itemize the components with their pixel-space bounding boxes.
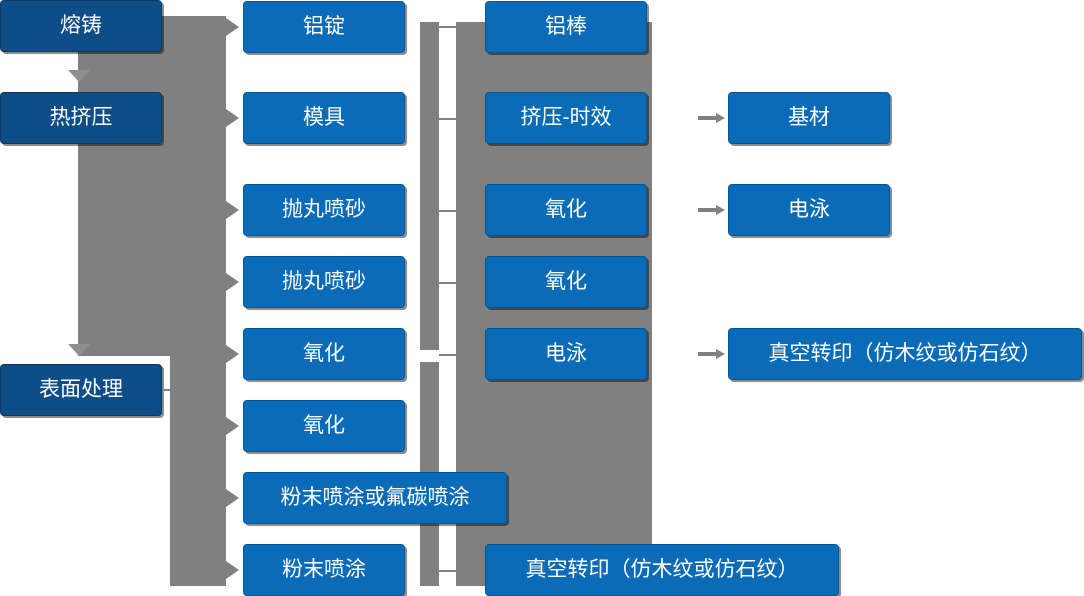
- treatment-label-oxidation-1: 氧化: [545, 198, 587, 222]
- connector-middle-rail: [420, 22, 439, 586]
- connector-arrow-to-shot-blasting-1: [226, 201, 239, 219]
- process-box-oxidation-1[interactable]: 氧化: [243, 328, 405, 380]
- connector-tie-oxidation-2: [439, 282, 458, 284]
- stage-label-surface-treatment: 表面处理: [39, 378, 123, 402]
- process-box-shot-blasting-2[interactable]: 抛丸喷砂: [243, 256, 405, 308]
- process-label-oxidation-2: 氧化: [303, 414, 345, 438]
- process-box-mold[interactable]: 模具: [243, 92, 405, 144]
- output-label-electrophoresis: 电泳: [788, 198, 830, 222]
- connector-arrow-to-base-material: [698, 113, 726, 123]
- process-box-aluminum-ingot[interactable]: 铝锭: [243, 1, 405, 53]
- treatment-label-vacuum-transfer: 真空转印（仿木纹或仿石纹）: [525, 558, 799, 582]
- process-label-powder-coating: 粉末喷涂: [282, 558, 366, 582]
- stage-label-melting-casting: 熔铸: [60, 14, 102, 38]
- connector-tie-electrophoresis: [439, 354, 458, 356]
- treatment-box-vacuum-transfer[interactable]: 真空转印（仿木纹或仿石纹）: [485, 544, 839, 596]
- connector-arrow-to-powder-coating: [226, 561, 239, 579]
- process-box-shot-blasting-1[interactable]: 抛丸喷砂: [243, 184, 405, 236]
- treatment-box-oxidation-2[interactable]: 氧化: [485, 256, 647, 308]
- stage-box-hot-extrusion[interactable]: 热挤压: [0, 92, 162, 144]
- process-label-shot-blasting-2: 抛丸喷砂: [282, 270, 366, 294]
- connector-left-cutout-2: [0, 16, 78, 356]
- connector-tie-oxidation-1: [439, 210, 458, 212]
- connector-arrow-to-aluminum-ingot: [226, 18, 239, 36]
- treatment-label-electrophoresis: 电泳: [545, 342, 587, 366]
- treatment-label-aluminum-bar: 铝棒: [545, 15, 587, 39]
- stage-box-melting-casting[interactable]: 熔铸: [0, 0, 162, 52]
- process-box-oxidation-2[interactable]: 氧化: [243, 400, 405, 452]
- connector-arrow-to-oxidation-1: [226, 345, 239, 363]
- connector-tie-vacuum-transfer: [439, 570, 458, 572]
- process-label-mold: 模具: [303, 106, 345, 130]
- treatment-box-electrophoresis[interactable]: 电泳: [485, 328, 647, 380]
- output-box-vacuum-transfer[interactable]: 真空转印（仿木纹或仿石纹）: [728, 328, 1082, 380]
- process-label-aluminum-ingot: 铝锭: [303, 15, 345, 39]
- connector-tie-aluminum-bar: [439, 26, 458, 28]
- process-label-shot-blasting-1: 抛丸喷砂: [282, 198, 366, 222]
- output-label-vacuum-transfer: 真空转印（仿木纹或仿石纹）: [768, 342, 1042, 366]
- treatment-box-aluminum-bar[interactable]: 铝棒: [485, 1, 647, 53]
- stage-label-hot-extrusion: 热挤压: [49, 106, 113, 130]
- process-box-powder-or-fluorocarbon[interactable]: 粉末喷涂或氟碳喷涂: [243, 472, 507, 524]
- output-label-base-material: 基材: [788, 106, 830, 130]
- connector-arrow-to-oxidation-2: [226, 417, 239, 435]
- connector-arrow-down-melting: [68, 70, 90, 82]
- treatment-box-extrusion-aging[interactable]: 挤压-时效: [485, 92, 647, 144]
- process-label-oxidation-1: 氧化: [303, 342, 345, 366]
- treatment-label-extrusion-aging: 挤压-时效: [520, 106, 612, 130]
- output-box-electrophoresis[interactable]: 电泳: [728, 184, 890, 236]
- connector-arrow-to-mold: [226, 109, 239, 127]
- treatment-label-oxidation-2: 氧化: [545, 270, 587, 294]
- process-box-powder-coating[interactable]: 粉末喷涂: [243, 544, 405, 596]
- connector-line-surface-treatment: [164, 389, 190, 391]
- treatment-box-oxidation-1[interactable]: 氧化: [485, 184, 647, 236]
- connector-arrow-to-electrophoresis-output: [698, 205, 726, 215]
- stage-box-surface-treatment[interactable]: 表面处理: [0, 364, 162, 416]
- connector-left-cutout-3: [0, 404, 170, 586]
- process-label-powder-or-fluorocarbon: 粉末喷涂或氟碳喷涂: [280, 486, 470, 510]
- connector-middle-rail-gap: [420, 350, 439, 362]
- connector-arrow-down-surface: [68, 344, 90, 356]
- connector-arrow-to-powder-fluorocarbon: [226, 489, 239, 507]
- connector-tie-extrusion-aging: [439, 118, 458, 120]
- output-box-base-material[interactable]: 基材: [728, 92, 890, 144]
- connector-arrow-to-shot-blasting-2: [226, 273, 239, 291]
- connector-arrow-to-vacuum-transfer-output: [698, 349, 726, 359]
